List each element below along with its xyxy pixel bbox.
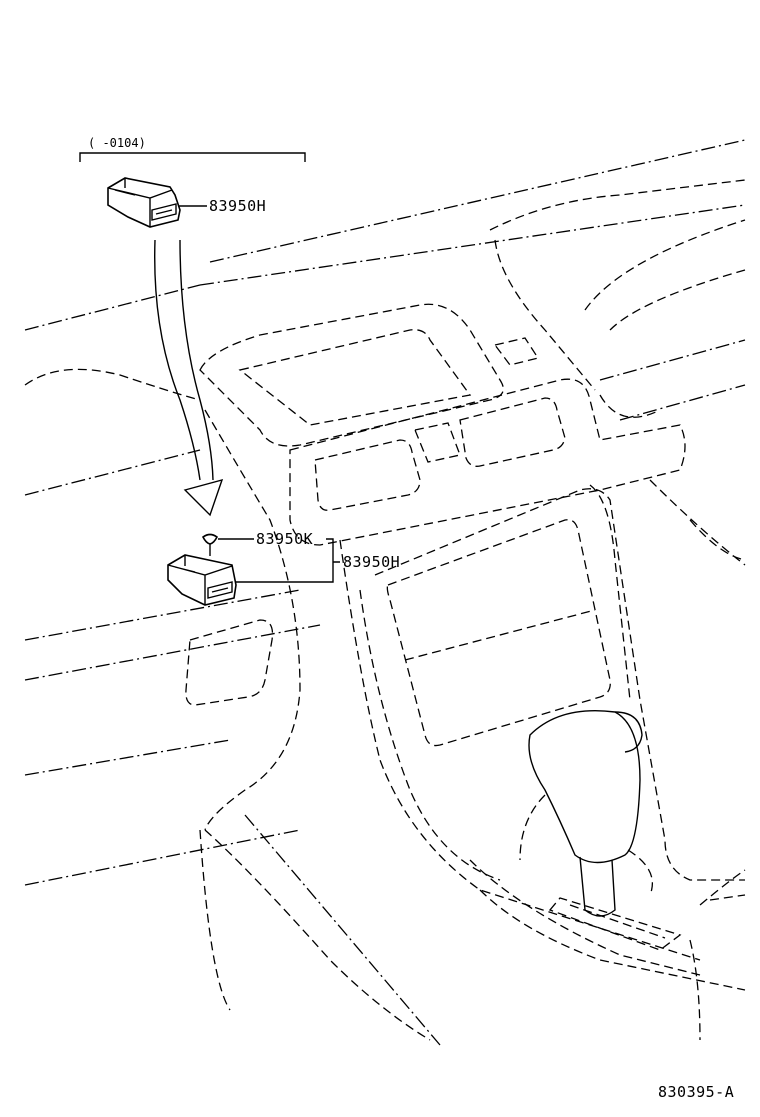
small-window [493,337,540,366]
dash-mid-line [24,589,301,641]
center-stack-inner [359,484,631,881]
shift-knob [528,709,641,864]
dash-bottom-line [24,829,301,886]
right-dash-panel [489,179,746,418]
center-upper-display [238,329,472,426]
shift-gate [548,897,682,951]
lower-sensor-leader [236,538,340,583]
console-lower [199,829,746,1041]
dash-right-line-2 [619,384,746,421]
upper-sensor-top [107,178,173,227]
upper-sensor-part: 83950H [107,177,266,228]
left-pillar [204,409,301,831]
right-knee-panel [649,479,746,566]
figure-code: 830395-A [658,1083,734,1101]
dash-floor-line [244,814,441,1046]
center-stack [339,488,745,961]
shift-shaft [579,856,616,917]
shift-button [614,711,643,753]
dash-top-line [209,139,746,263]
lower-sensor-body [167,554,237,606]
glovebox-trim [185,619,274,706]
upper-sensor-connector [151,203,177,221]
bracket-range-label: ( -0104) [88,136,146,150]
upper-sensor-body [107,177,181,228]
audio-divider [404,609,596,661]
vent-middle [414,422,461,463]
center-upper-bezel [199,303,504,447]
clip-part-number: 83950K [256,530,313,548]
bracket-line [79,152,306,162]
install-arrow [154,239,224,517]
shift-lever [519,709,682,951]
lower-sensor-part: 83950H [167,538,400,606]
lower-sensor-part-number: 83950H [343,553,400,571]
clip-part: 83950K [201,530,313,556]
dash-top-line-2 [24,204,746,331]
center-console-outline [289,378,686,546]
dash-left-line [24,449,201,496]
upper-sensor-part-number: 83950H [209,197,266,215]
dash-mid-line-2 [24,624,321,681]
dashboard-outline [24,139,746,1046]
left-dash-curve [24,368,201,401]
vent-left [314,439,421,511]
arrow-shaft [154,239,214,481]
dash-low-line [24,739,231,776]
vent-right [459,397,566,467]
range-bracket: ( -0104) [79,136,306,162]
lower-sensor-top [167,555,233,605]
arrow-head [183,478,224,517]
floor-console [469,859,746,1041]
lower-sensor-connector [207,581,233,599]
shift-boot [519,794,654,896]
clip-head [201,533,219,545]
audio-unit [386,519,611,747]
dashboard-shapes [24,179,746,1041]
dash-right-line [599,339,746,381]
